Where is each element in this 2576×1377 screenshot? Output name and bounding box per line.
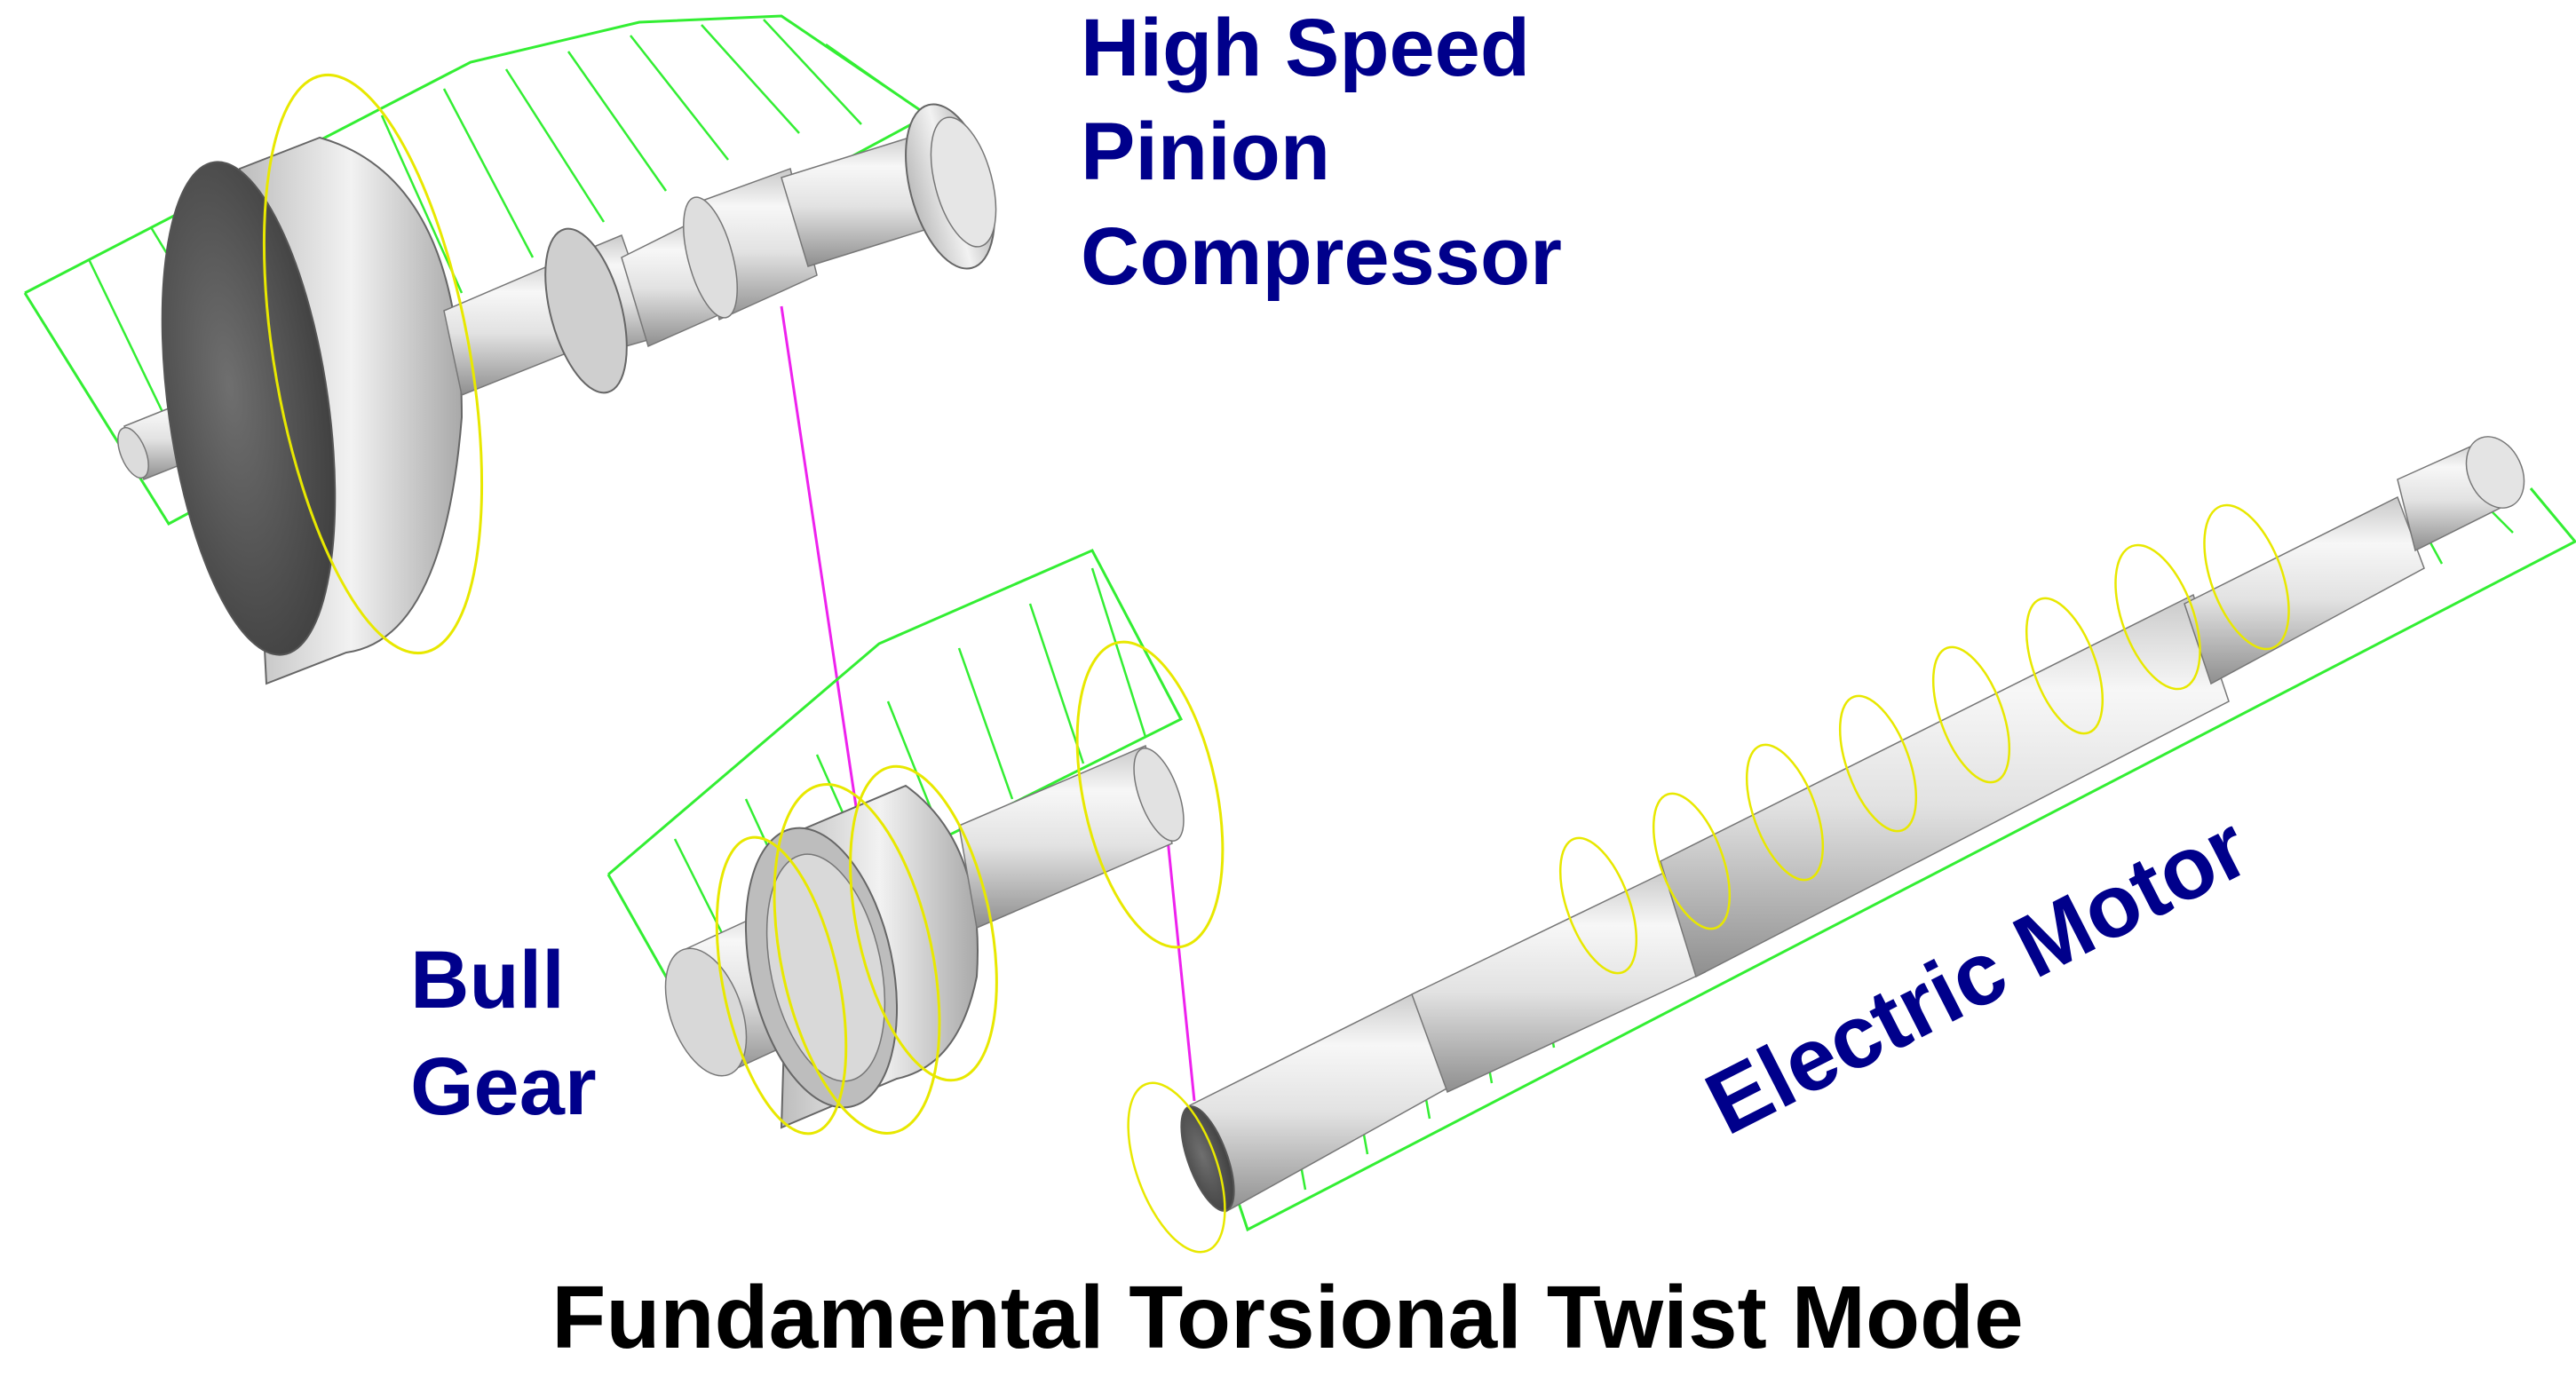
gear-mesh-lines [780, 305, 1196, 1102]
compressor-main-shaft [443, 103, 997, 397]
bull-gear-body [744, 784, 979, 1129]
motor-shaft [1180, 436, 2525, 1214]
impeller-disc [161, 136, 464, 685]
compressor-label: High Speed Pinion Compressor [1081, 3, 1562, 302]
compressor-label-line1: High Speed [1081, 3, 1530, 93]
bull-gear-label-line2: Gear [410, 1041, 597, 1132]
compressor-label-line2: Pinion [1081, 107, 1330, 197]
bull-gear-label-line1: Bull [410, 935, 565, 1025]
diagram-title: Fundamental Torsional Twist Mode [551, 1268, 2023, 1367]
compressor-assembly [23, 14, 997, 685]
compressor-twist-ring [262, 73, 484, 655]
bull-gear-shaft-end [664, 947, 748, 1077]
bull-gear-output-shaft [958, 744, 1185, 930]
bull-gear-label: Bull Gear [410, 935, 597, 1132]
bull-gear-twist-rings [715, 640, 1225, 1136]
bull-gear-assembly [606, 549, 1225, 1136]
motor-assembly [1127, 436, 2576, 1254]
motor-twist-rings [1127, 503, 2290, 1254]
compressor-label-line3: Compressor [1081, 211, 1562, 302]
